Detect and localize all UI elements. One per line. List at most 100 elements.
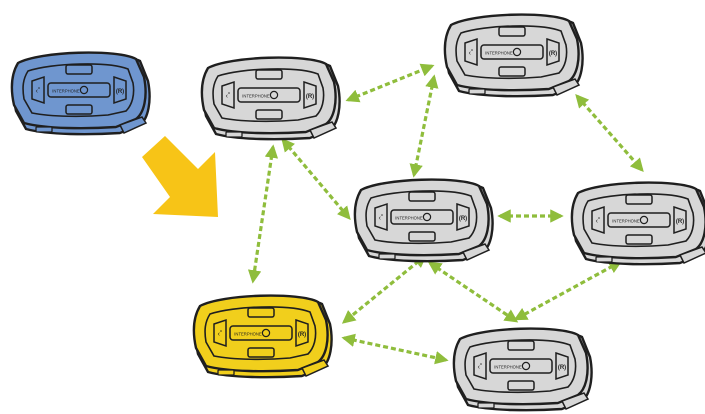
device-clip bbox=[118, 116, 148, 134]
device-left-label: ‹˚ bbox=[379, 214, 384, 222]
device-clip bbox=[308, 121, 338, 139]
device-center-knob bbox=[261, 328, 271, 338]
pairing-arrow bbox=[142, 136, 218, 217]
device-port bbox=[595, 256, 613, 263]
link-bottom-left-to-bottom-right bbox=[341, 333, 449, 365]
device-right-label: (R) bbox=[558, 365, 566, 371]
device-bezel bbox=[22, 63, 135, 118]
device-bezel bbox=[204, 306, 317, 361]
device-left-button bbox=[213, 318, 227, 348]
device-right-label: (R) bbox=[549, 51, 557, 57]
device-bottom-button bbox=[247, 347, 275, 358]
device-right-button bbox=[303, 80, 317, 110]
device-right-button bbox=[555, 351, 569, 381]
link-top-right-to-right bbox=[575, 93, 644, 173]
device-center-knob bbox=[79, 85, 89, 95]
device-top-button bbox=[247, 307, 275, 318]
device-center-band bbox=[390, 209, 454, 225]
device-left-button bbox=[31, 75, 45, 105]
device-port bbox=[35, 126, 53, 133]
device-center-band bbox=[229, 325, 293, 341]
device-left-label: ‹˚ bbox=[469, 49, 474, 57]
device-bottom-button bbox=[625, 234, 653, 245]
device-right-button bbox=[673, 205, 687, 235]
device-right-label: (R) bbox=[676, 219, 684, 225]
device-right-button bbox=[295, 318, 309, 348]
device-port bbox=[378, 253, 396, 260]
link-center-to-bottom-left bbox=[341, 254, 428, 324]
thick-arrow-icon bbox=[142, 136, 218, 217]
device-top-button bbox=[408, 191, 436, 202]
device-bottom-left: intercom-device-icon‹˚(R)INTERPHONE bbox=[192, 294, 333, 379]
device-left-button bbox=[374, 202, 388, 232]
device-brand-label: INTERPHONE bbox=[52, 89, 80, 94]
device-left-label: ‹˚ bbox=[226, 92, 231, 100]
device-center: intercom-device-icon‹˚(R)INTERPHONE bbox=[353, 178, 494, 263]
device-right-label: (R) bbox=[306, 94, 314, 100]
link-top-right-to-center bbox=[409, 74, 439, 178]
device-port bbox=[477, 402, 495, 409]
device-right: intercom-device-icon‹˚(R)INTERPHONE bbox=[570, 181, 705, 266]
device-center-band bbox=[480, 44, 544, 60]
device-bottom-button bbox=[408, 231, 436, 242]
device-bezel bbox=[582, 193, 695, 248]
connection-links bbox=[247, 63, 644, 365]
device-bezel bbox=[464, 339, 577, 394]
device-right-button bbox=[456, 202, 470, 232]
device-brand-label: INTERPHONE bbox=[395, 216, 423, 221]
device-right-label: (R) bbox=[298, 332, 306, 338]
device-center-knob bbox=[639, 215, 649, 225]
device-bottom-right: intercom-device-icon‹˚(R)INTERPHONE bbox=[452, 327, 593, 412]
device-top-button bbox=[65, 64, 93, 75]
device-brand-label: INTERPHONE bbox=[612, 219, 640, 224]
device-brand-label: INTERPHONE bbox=[234, 332, 262, 337]
device-top-button bbox=[507, 340, 535, 351]
device-center-knob bbox=[269, 90, 279, 100]
device-top-middle: intercom-device-icon‹˚(R)INTERPHONE bbox=[200, 56, 341, 141]
devices: intercom-device-icon‹˚(R)INTERPHONEinter… bbox=[10, 13, 705, 412]
link-top-middle-to-bottom-left bbox=[247, 144, 279, 284]
device-center-band bbox=[237, 87, 301, 103]
device-bottom-button bbox=[255, 109, 283, 120]
device-left-label: ‹˚ bbox=[478, 363, 483, 371]
device-left-button bbox=[464, 37, 478, 67]
device-right-label: (R) bbox=[459, 216, 467, 222]
device-left-label: ‹˚ bbox=[596, 217, 601, 225]
device-bottom-button bbox=[65, 104, 93, 115]
device-port bbox=[468, 88, 486, 95]
device-right-label: (R) bbox=[116, 89, 124, 95]
device-left-button bbox=[591, 205, 605, 235]
device-right-button bbox=[113, 75, 127, 105]
device-left-button bbox=[473, 351, 487, 381]
device-center-band bbox=[489, 358, 553, 374]
device-top-button bbox=[625, 194, 653, 205]
device-right-button bbox=[546, 37, 560, 67]
device-bezel bbox=[212, 68, 325, 123]
device-bezel bbox=[455, 25, 568, 80]
device-center-knob bbox=[512, 47, 522, 57]
device-port bbox=[217, 369, 235, 376]
device-top-button bbox=[498, 26, 526, 37]
device-bottom-button bbox=[507, 380, 535, 391]
device-center-band bbox=[607, 212, 671, 228]
device-clip bbox=[678, 246, 705, 264]
device-brand-label: INTERPHONE bbox=[494, 365, 522, 370]
device-top-button bbox=[255, 69, 283, 80]
device-center-knob bbox=[422, 212, 432, 222]
device-center-band bbox=[47, 82, 111, 98]
device-left-label: ‹˚ bbox=[218, 330, 223, 338]
device-clip bbox=[551, 78, 581, 96]
device-left-button bbox=[221, 80, 235, 110]
device-clip bbox=[300, 359, 330, 377]
device-center-knob bbox=[521, 361, 531, 371]
device-bezel bbox=[365, 190, 478, 245]
device-clip bbox=[560, 392, 590, 410]
link-top-middle-to-top-right bbox=[345, 63, 435, 103]
device-clip bbox=[461, 243, 491, 261]
device-top-right: intercom-device-icon‹˚(R)INTERPHONE bbox=[443, 13, 584, 98]
link-right-to-bottom-right bbox=[513, 260, 623, 321]
device-port bbox=[225, 131, 243, 138]
link-center-to-bottom-right bbox=[427, 261, 519, 323]
link-top-middle-to-center bbox=[281, 137, 351, 221]
